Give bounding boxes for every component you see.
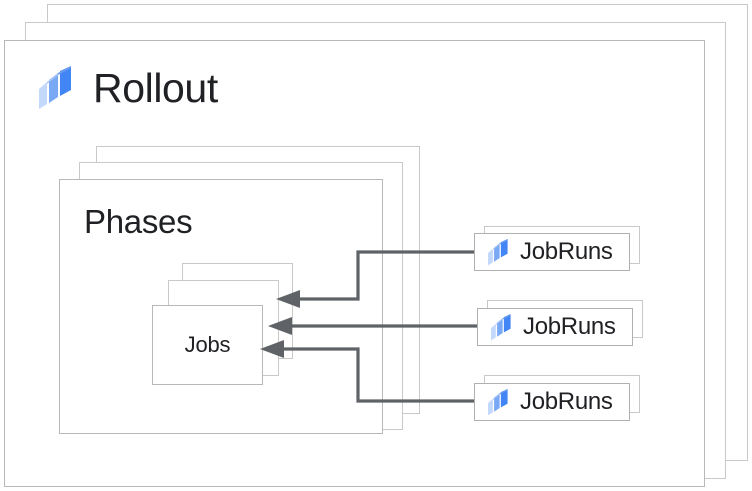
page-title: Rollout [93, 64, 218, 111]
rollout-logo-icon [487, 238, 511, 266]
jobs-label: Jobs [184, 332, 231, 357]
rollout-logo-icon [490, 313, 514, 341]
jobruns-label-2: JobRuns [523, 313, 616, 340]
jobruns-card-3[interactable]: JobRuns [474, 383, 630, 421]
phases-label: Phases [84, 203, 193, 240]
jobs-card-front [152, 305, 263, 385]
rollout-logo-icon [38, 66, 76, 110]
jobruns-card-2[interactable]: JobRuns [477, 308, 633, 346]
rollout-logo-icon [487, 388, 511, 416]
jobruns-label-3: JobRuns [520, 388, 613, 415]
rollout-header: Rollout [38, 66, 218, 110]
jobruns-label-1: JobRuns [520, 238, 613, 265]
jobruns-card-1[interactable]: JobRuns [474, 233, 630, 271]
